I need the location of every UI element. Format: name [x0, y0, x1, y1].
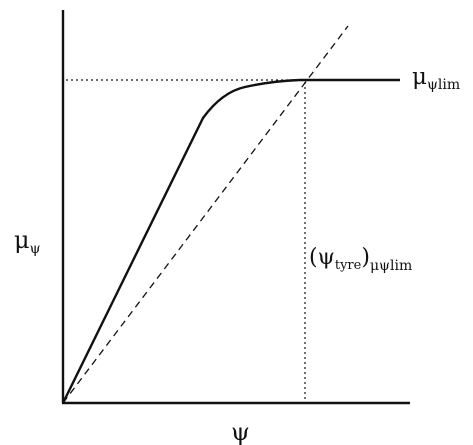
tyre-slip-label-symbol: ψ	[318, 245, 335, 270]
limit-label-symbol: μ	[412, 64, 427, 90]
y-axis-label-symbol: μ	[14, 226, 30, 254]
x-axis-label: ψ	[231, 418, 250, 445]
tyre-slip-label-outer-subscript: μψlim	[370, 258, 412, 274]
characteristic-curve	[61, 78, 400, 404]
y-axis-label: μψ	[14, 226, 41, 257]
dashed-slope-line	[62, 25, 349, 404]
tyre-slip-label-close: )	[361, 245, 370, 270]
y-axis-label-subscript: ψ	[30, 241, 41, 257]
tyre-slip-label: (ψtyre)μψlim	[309, 245, 412, 274]
limit-label: μψlim	[412, 64, 460, 93]
tyre-slip-label-open: (	[309, 245, 318, 270]
tyre-slip-label-inner-subscript: tyre	[335, 258, 362, 273]
limit-label-subscript: ψlim	[427, 77, 460, 93]
